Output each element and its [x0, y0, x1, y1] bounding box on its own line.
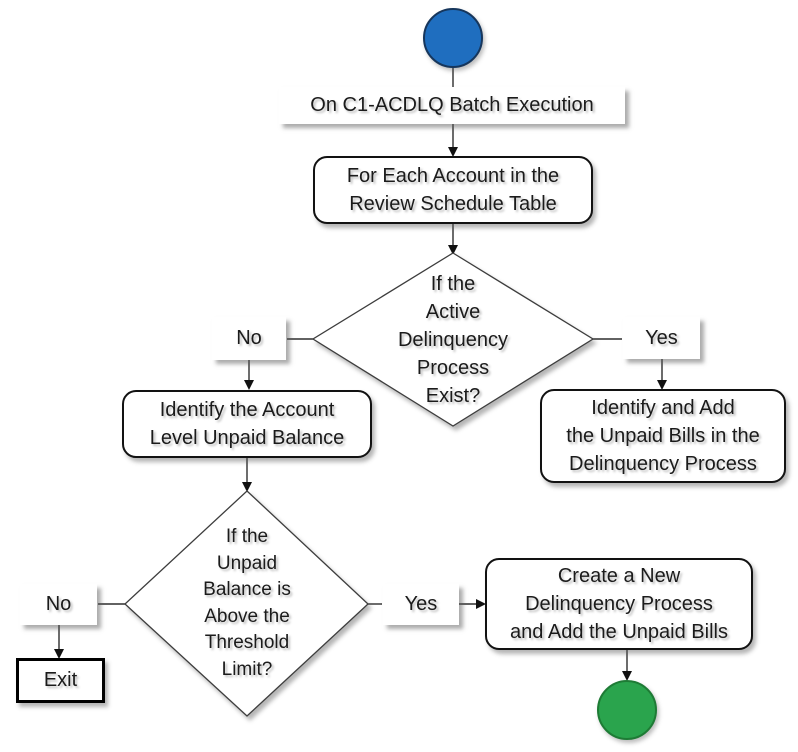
- branch-label-yes-1: Yes: [623, 317, 700, 359]
- process-for-each-account: For Each Account in the Review Schedule …: [313, 156, 593, 224]
- branch-label-no-1: No: [212, 317, 286, 360]
- branch-label-no-2: No: [20, 584, 97, 625]
- decision-threshold-shape: [124, 490, 369, 717]
- decision-active-process-label: If the Active Delinquency Process Exist?: [397, 273, 509, 407]
- event-batch-execution: On C1-ACDLQ Batch Execution: [279, 87, 625, 124]
- process-create-delinquency: Create a New Delinquency Process and Add…: [485, 558, 753, 650]
- exit-box: Exit: [16, 658, 105, 703]
- decision-active-process-shape: [311, 252, 595, 427]
- branch-label-yes-2: Yes: [383, 584, 459, 625]
- start-node: [423, 8, 483, 68]
- process-identify-unpaid-balance: Identify the Account Level Unpaid Balanc…: [122, 390, 372, 458]
- end-node: [597, 680, 657, 740]
- decision-threshold-label: If the Unpaid Balance is Above the Thres…: [203, 526, 291, 680]
- process-identify-add-unpaid-bills: Identify and Add the Unpaid Bills in the…: [540, 389, 786, 483]
